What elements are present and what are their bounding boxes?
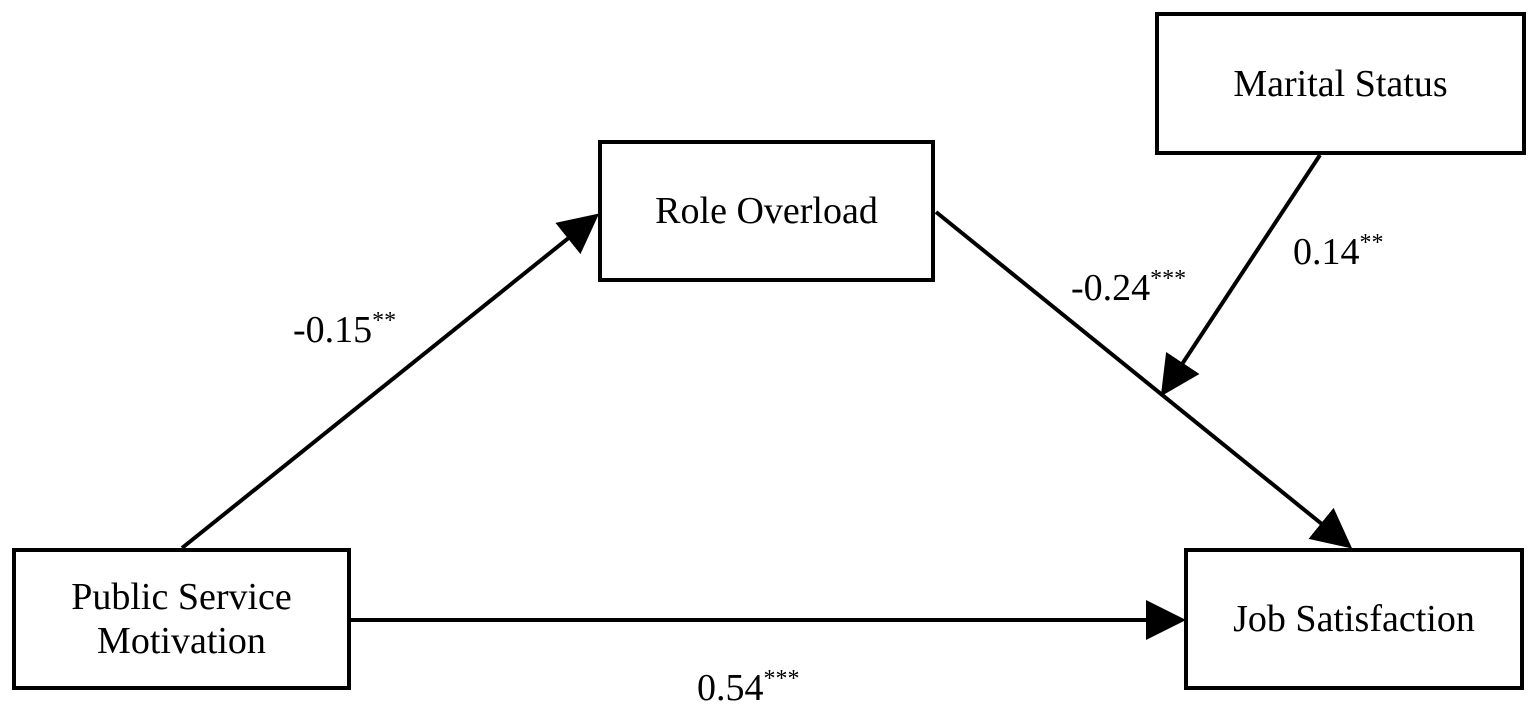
- public-service-motivation-box: Public Service Motivation: [12, 548, 351, 690]
- coef-significance: **: [1359, 230, 1384, 256]
- coef-value: -0.24: [1071, 267, 1151, 309]
- arrow-marital-status-moderation: [1160, 153, 1322, 397]
- coef-significance: ***: [1150, 266, 1187, 292]
- public-service-motivation-label-line2: Motivation: [97, 620, 266, 662]
- public-service-motivation-label-line1: Public Service: [71, 576, 292, 618]
- coef-psm-to-role-overload: -0.15**: [293, 308, 397, 351]
- coef-value: 0.54: [697, 667, 764, 709]
- arrow-psm-to-role-overload: [180, 213, 600, 550]
- job-satisfaction-label: Job Satisfaction: [1233, 598, 1475, 640]
- marital-status-label: Marital Status: [1233, 62, 1448, 105]
- coef-significance: ***: [763, 666, 800, 692]
- coef-psm-to-job-satisfaction: 0.54***: [697, 666, 800, 709]
- role-overload-box: Role Overload: [598, 140, 935, 282]
- coef-role-overload-to-job-satisfaction: -0.24***: [1071, 266, 1187, 309]
- coef-marital-status-moderation: 0.14**: [1293, 230, 1384, 273]
- coef-value: -0.15: [293, 309, 373, 351]
- coef-value: 0.14: [1293, 231, 1360, 273]
- coef-significance: **: [372, 308, 397, 334]
- role-overload-label: Role Overload: [655, 190, 878, 232]
- marital-status-box: Marital Status: [1155, 12, 1526, 155]
- job-satisfaction-box: Job Satisfaction: [1184, 548, 1524, 690]
- arrow-role-overload-to-job-satisfaction: [934, 210, 1353, 549]
